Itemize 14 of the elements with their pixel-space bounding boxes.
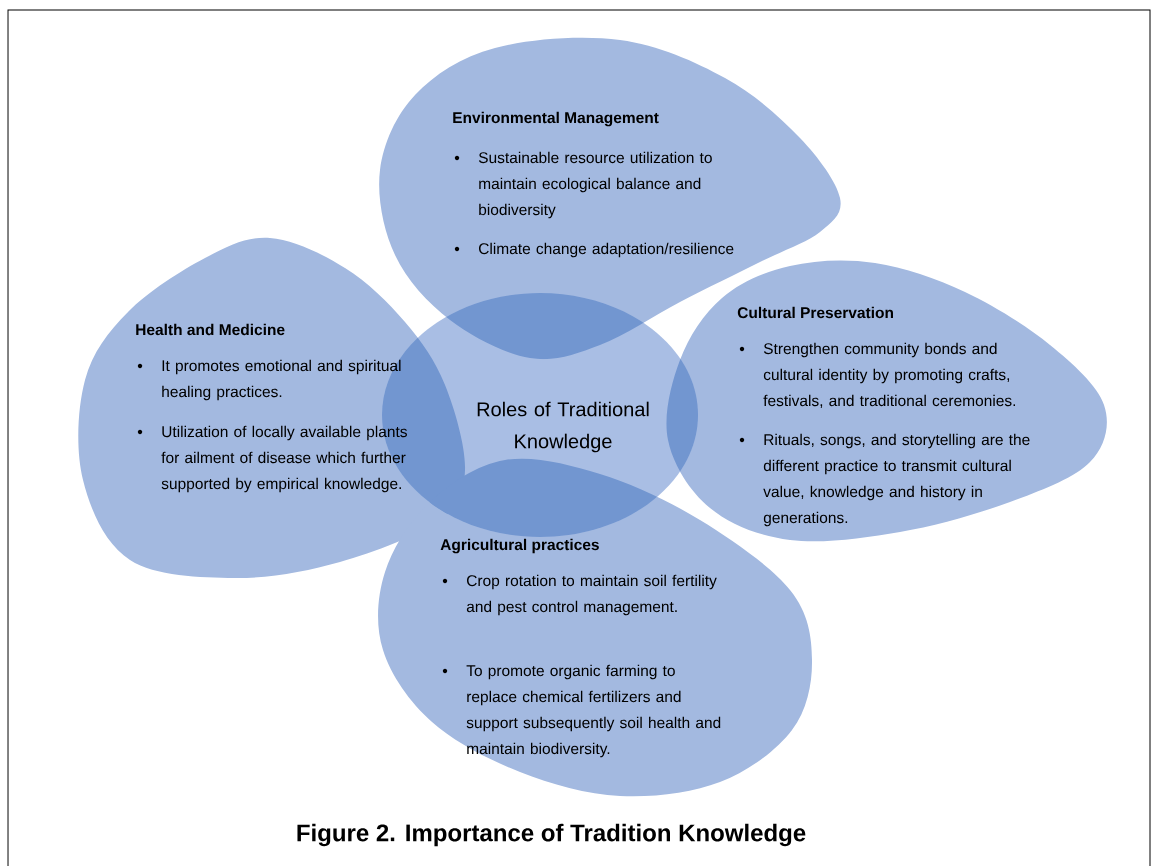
bullet-text: It promotes emotional and spiritual healing practices. xyxy=(162,359,401,401)
heading: Health and Medicine xyxy=(136,323,285,336)
bullet-text: Climate change adaptation/resilience xyxy=(479,242,734,258)
heading: Cultural Preservation xyxy=(737,306,893,319)
bullet-text: Rituals, songs, and storytelling are the different practice to transmit cultural value, knowledge and history in generations. xyxy=(763,433,1030,527)
heading: Agricultural practices xyxy=(440,538,599,554)
bullet-text: Strengthen community bonds and cultural identity by promoting crafts, festivals, and traditional ceremonies. xyxy=(763,342,1015,408)
heading: Environmental Management xyxy=(453,111,659,127)
bullet-text: Sustainable resource utilization to maintain ecological balance and biodiversity xyxy=(478,151,712,219)
bullet-text: Crop rotation to maintain soil fertility and pest control management. xyxy=(466,574,717,616)
bullet-text: Utilization of locally available plants for ailment of disease which further supported by empirical knowledge. xyxy=(161,425,407,493)
node-label: Roles of Traditional Knowledge xyxy=(477,401,649,453)
caption: Figure 2. Importance of Tradition Knowledge xyxy=(297,823,806,847)
bullet-text: To promote organic farming to replace chemical fertilizers and support subsequently soil health and maintain biodiversity. xyxy=(466,664,721,758)
